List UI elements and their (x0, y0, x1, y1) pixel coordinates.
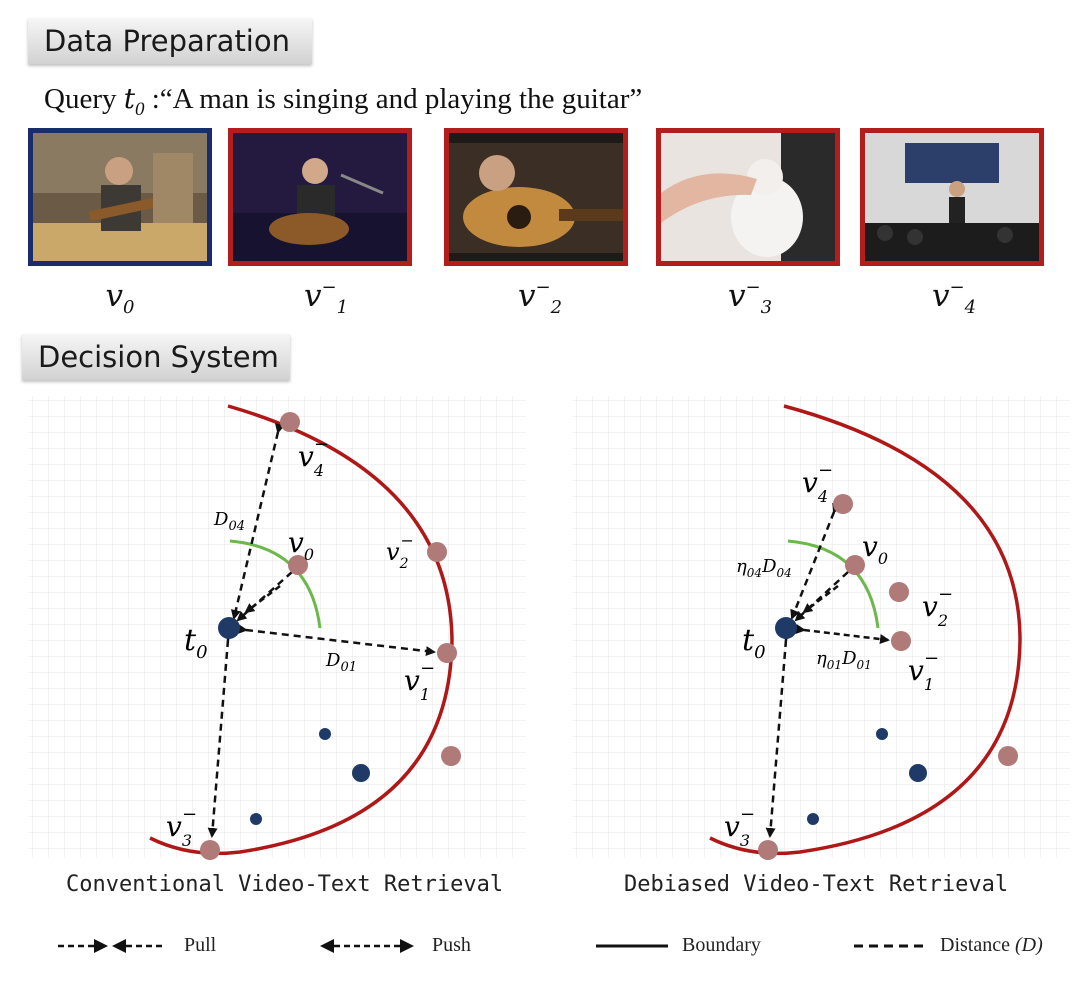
query-line: Query t0 :“A man is singing and playing … (44, 82, 642, 121)
right-label-eta04-d04: η04D04 (736, 556, 792, 580)
query-prefix: Query (44, 83, 117, 115)
video-thumbnail-v0 (28, 128, 212, 266)
left-label-v0: v0 (288, 526, 314, 564)
right-arrow-v0-t0-inner (802, 585, 839, 614)
right-label-v1: v1− (908, 648, 939, 694)
left-dot-small-2 (352, 764, 370, 782)
left-dot-v1 (437, 643, 457, 663)
query-symbol: t (123, 82, 135, 115)
left-arrow-t0-v4 (230, 423, 285, 620)
left-label-d01: D01 (325, 650, 357, 675)
left-arrow-t0-v1 (237, 624, 436, 657)
right-diagram-caption: Debiased Video-Text Retrieval (624, 872, 1009, 897)
right-boundary-arc (709, 404, 1022, 856)
legend-pull-label: Pull (184, 934, 217, 956)
thumbnail-scene-concert-stage (865, 133, 1039, 261)
right-dot-v4 (833, 494, 853, 514)
right-arrow-t0-v1 (795, 624, 890, 645)
video-thumbnail-v3-neg (656, 128, 840, 266)
left-label-v2: v2− (386, 531, 414, 572)
query-text: :“A man is singing and playing the guita… (151, 83, 643, 115)
thumb-label-v0: v0 (105, 278, 135, 319)
thumb-label-v4: v−4 (931, 276, 977, 319)
left-label-d04: D04 (213, 509, 245, 534)
legend-push-icon (320, 939, 414, 953)
legend-distance-symbol: (D) (1014, 934, 1043, 956)
video-thumbnail-v1-neg (228, 123, 423, 266)
left-dot-outlier (441, 746, 461, 766)
thumbnail-scene-guitar-indoor (33, 133, 207, 261)
right-dot-v0 (845, 555, 865, 575)
thumb-label-v1: v−1 (303, 276, 349, 319)
left-dot-v2 (427, 542, 447, 562)
thumbnail-scene-guitar-closeup (449, 133, 623, 261)
right-dot-t0 (775, 617, 797, 639)
left-label-t0: t0 (184, 623, 208, 663)
right-dot-small-1 (876, 728, 888, 740)
left-dot-v0 (288, 555, 308, 575)
left-dot-small-3 (250, 813, 262, 825)
right-label-eta01-d01: η01D01 (816, 648, 872, 672)
left-dot-t0 (218, 617, 240, 639)
right-dot-v3 (758, 840, 778, 860)
thumbnail-scene-stage-singer (233, 133, 407, 261)
legend-boundary-label: Boundary (682, 934, 761, 956)
left-label-v3: v3− (166, 804, 197, 850)
right-dot-small-2 (909, 764, 927, 782)
right-label-v2: v2− (922, 584, 953, 630)
section-header-data-preparation: Data Preparation (28, 18, 312, 64)
left-label-v4: v4− (298, 434, 329, 480)
thumb-label-v2: v−2 (517, 276, 563, 319)
left-boundary-arc (149, 404, 454, 856)
right-dot-v2 (889, 582, 909, 602)
left-dot-v3 (200, 840, 220, 860)
legend-pull-icon (58, 939, 162, 953)
section-header-decision-system: Decision System (22, 334, 290, 380)
left-dot-v4 (280, 412, 300, 432)
left-arrow-t0-v3 (207, 631, 234, 838)
right-label-t0: t0 (742, 623, 766, 663)
left-diagram: v4− D04 v0 v2− t0 D01 v1− v3− (28, 396, 526, 860)
video-thumbnail-v4-neg (860, 123, 1055, 266)
right-label-v4: v4− (802, 460, 833, 506)
right-arrow-t0-v3 (765, 631, 792, 838)
right-dot-outlier (998, 746, 1018, 766)
left-label-v1: v1− (404, 658, 435, 704)
right-label-v0: v0 (862, 530, 888, 568)
right-dot-small-3 (807, 813, 819, 825)
left-arrow-v0-t0-inner (244, 585, 281, 614)
right-dot-v1 (891, 631, 911, 651)
legend-push-label: Push (432, 934, 471, 956)
left-dot-small-1 (319, 728, 331, 740)
thumb-label-v3: v−3 (727, 276, 773, 319)
thumbnail-scene-kitten (661, 133, 835, 261)
right-diagram: v4− η04D04 v0 v2− t0 η01D01 v1− v3− (572, 396, 1070, 860)
legend-glyphs (58, 939, 926, 953)
left-diagram-caption: Conventional Video-Text Retrieval (66, 872, 504, 897)
video-thumbnail-v2-neg (444, 123, 639, 266)
query-symbol-sub: 0 (135, 98, 145, 120)
legend-distance-label: Distance (D) (940, 934, 1043, 956)
right-label-v3: v3− (724, 804, 755, 850)
